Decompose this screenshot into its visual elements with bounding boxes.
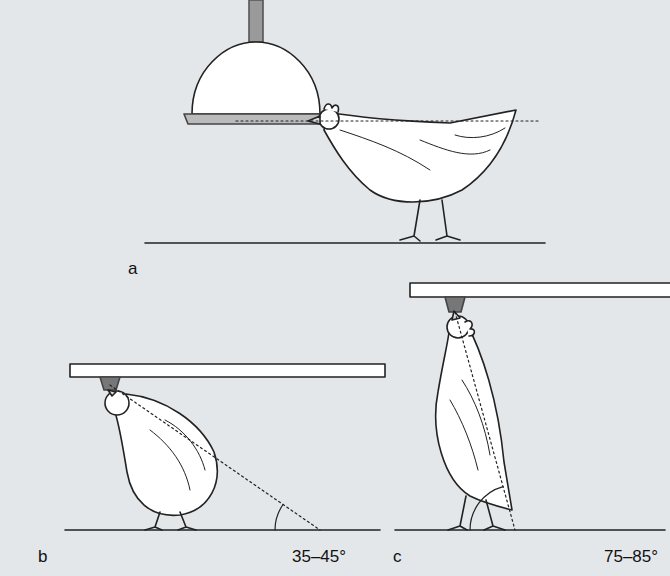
angle-line <box>110 385 320 530</box>
hen-body <box>324 110 516 202</box>
angle-arc <box>470 487 503 530</box>
drinker-nipple <box>100 377 120 390</box>
level-line <box>236 120 540 121</box>
angle-line <box>455 312 515 530</box>
hen-beak <box>308 116 320 124</box>
ground-line <box>65 529 380 531</box>
ground-line <box>395 529 665 531</box>
hen-legs <box>400 200 460 241</box>
chick-head <box>105 391 129 415</box>
feeder-pole <box>249 0 263 42</box>
drinker-nipple <box>445 297 465 312</box>
feeder-pan <box>184 114 330 124</box>
hen-beak <box>452 311 460 320</box>
chick-beak <box>108 390 116 396</box>
angle-arc <box>275 505 283 531</box>
hen-comb <box>324 104 338 112</box>
angle-value: 35–45° <box>292 548 346 567</box>
chick-body <box>115 394 217 515</box>
hen-body <box>436 322 512 510</box>
hen-comb <box>465 321 474 336</box>
feather-lines <box>450 380 490 470</box>
hen-legs <box>448 496 505 530</box>
chick-legs <box>145 512 196 530</box>
angle-value: 75–85° <box>604 548 658 567</box>
feather-lines <box>150 420 205 490</box>
feather-lines <box>340 128 505 170</box>
panel-letter: c <box>393 548 402 567</box>
water-pipe <box>410 283 670 297</box>
hen-head <box>319 109 339 129</box>
panel-letter: a <box>128 260 137 279</box>
feeder-dome <box>192 42 320 114</box>
panel-letter: b <box>38 548 47 567</box>
ground-line <box>145 242 545 244</box>
water-pipe <box>70 364 385 377</box>
